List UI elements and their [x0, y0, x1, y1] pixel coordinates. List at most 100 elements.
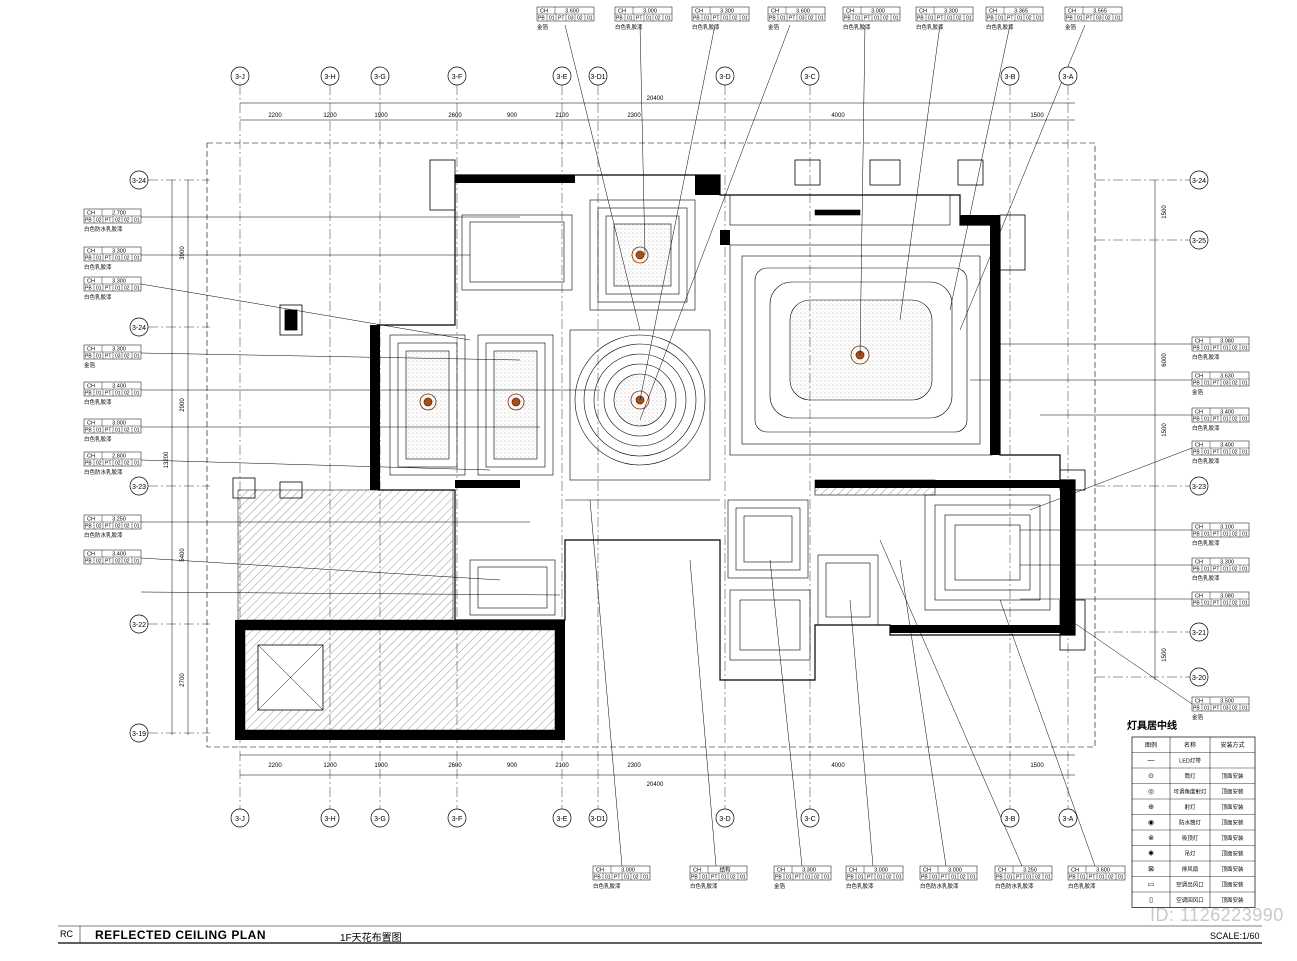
legend-name: 可调角度射灯 — [1173, 788, 1207, 796]
legend-header: 安装方式 — [1220, 741, 1244, 749]
legend-install: 顶面安装 — [1221, 819, 1244, 827]
axis-bubble — [129, 170, 149, 190]
tag-ch-label: CH — [1195, 374, 1203, 380]
legend-install: 顶面安装 — [1221, 788, 1244, 796]
tag-pb-value: 01 — [1204, 706, 1210, 712]
legend-install: 顶面安装 — [1221, 850, 1244, 858]
tag-pb-label: PB — [1066, 16, 1073, 22]
axis-bubbles: 3-J3-J3-H3-H3-G3-G3-F3-F3-E3-E3-D13-D13-… — [129, 66, 1209, 828]
tag-pb-value: 02 — [96, 461, 102, 467]
tag-ch-value: 3.565 — [1093, 9, 1107, 15]
tag-code: 01 — [1242, 706, 1248, 712]
tag-pt-value: 01 — [115, 286, 121, 292]
tag-pt-label: PT — [937, 16, 943, 22]
tag-ch-label: CH — [87, 421, 95, 427]
tag-pb-value: 01 — [928, 16, 934, 22]
tag-code: 02 — [1232, 601, 1238, 607]
tag-material: 白色乳胶漆 — [84, 293, 112, 301]
tag-code: 02 — [886, 875, 892, 881]
tag-pb-value: 01 — [704, 16, 710, 22]
tag-code: 02 — [124, 559, 130, 565]
tag-code: 02 — [960, 875, 966, 881]
tag-ch-label: CH — [540, 9, 548, 15]
tag-pb-value: 01 — [1077, 16, 1083, 22]
tag-code: 02 — [1232, 346, 1238, 352]
tag-pt-label: PT — [864, 16, 870, 22]
tag-pb-label: PB — [85, 428, 92, 434]
tag-code: 02 — [1026, 16, 1032, 22]
tag-pt-value: 01 — [1223, 417, 1229, 423]
tag-pt-value: 01 — [115, 256, 121, 262]
tag-pt-value: 03 — [799, 16, 805, 22]
tag-pb-value: 01 — [1007, 875, 1013, 881]
tag-pt-label: PT — [1016, 875, 1022, 881]
tag-material: 白色乳胶漆 — [692, 23, 720, 31]
tag-pb-value: 02 — [96, 218, 102, 224]
tag-code: 01 — [742, 16, 748, 22]
tag-code: 01 — [966, 16, 972, 22]
axis-bubble — [129, 476, 149, 496]
tag-ch-value: 3.600 — [796, 9, 810, 15]
tag-pb-value: 01 — [1204, 601, 1210, 607]
ceiling-panels — [389, 194, 1051, 661]
axis-bubble — [588, 66, 608, 86]
axis-bubble — [370, 808, 390, 828]
terrace-hatch — [237, 489, 454, 621]
axis-label: 3-B — [1005, 74, 1016, 81]
tag-code: 01 — [134, 286, 140, 292]
tag-ch-value: 3.250 — [1023, 868, 1037, 874]
tag-pb-label: PB — [85, 218, 92, 224]
axis-label: 3-B — [1005, 816, 1016, 823]
axis-label: 3-A — [1063, 816, 1074, 823]
legend-install: 顶面安装 — [1221, 803, 1244, 811]
top-dimensions — [171, 102, 1156, 776]
tag-pt-value: 01 — [874, 16, 880, 22]
leader-line — [689, 559, 717, 867]
tag-ch-label: CH — [87, 384, 95, 390]
leader-line — [639, 24, 791, 421]
axis-label: 3-19 — [132, 731, 146, 738]
dim-bottom: 2200 — [268, 763, 282, 769]
tag-ch-value: 3.400 — [1220, 410, 1234, 416]
tag-code: 01 — [665, 16, 671, 22]
tag-code: 01 — [134, 524, 140, 530]
tag-pt-label: PT — [1213, 450, 1219, 456]
outer-boundary — [206, 142, 1096, 748]
tag-material: 白色乳胶漆 — [986, 23, 1014, 31]
tag-ch-label: CH — [87, 347, 95, 353]
tag-material: 白色乳胶漆 — [593, 882, 621, 890]
tag-pb-label: PB — [1193, 706, 1200, 712]
leader-line — [1029, 447, 1193, 511]
dim-right: 1500 — [1162, 648, 1168, 662]
dim-left: 5400 — [180, 548, 186, 562]
tag-ch-value: 3.630 — [1220, 374, 1234, 380]
tag-code: 02 — [814, 875, 820, 881]
tag-code: 02 — [956, 16, 962, 22]
dim-top-total: 20400 — [647, 96, 664, 102]
dim-bottom: 1900 — [374, 763, 388, 769]
tag-pb-value: 01 — [855, 16, 861, 22]
tag-pb-value: 01 — [1204, 417, 1210, 423]
tag-pt-label: PT — [558, 16, 564, 22]
tag-ch-value: 3.300 — [1220, 560, 1234, 566]
tag-pt-label: PT — [105, 524, 111, 530]
leader-line — [879, 539, 1023, 867]
axis-bubble — [129, 317, 149, 337]
tag-code: 01 — [818, 16, 824, 22]
tag-ch-label: CH — [846, 9, 854, 15]
tag-pb-label: PB — [1193, 601, 1200, 607]
tag-pb-value: 01 — [858, 875, 864, 881]
dim-top: 1500 — [1030, 113, 1044, 119]
axis-label: 3-D — [719, 816, 730, 823]
tag-pb-value: 01 — [96, 256, 102, 262]
tag-pt-label: PT — [105, 256, 111, 262]
tag-ch-label: CH — [87, 454, 95, 460]
axis-bubble — [447, 66, 467, 86]
tag-ch-label: CH — [87, 517, 95, 523]
